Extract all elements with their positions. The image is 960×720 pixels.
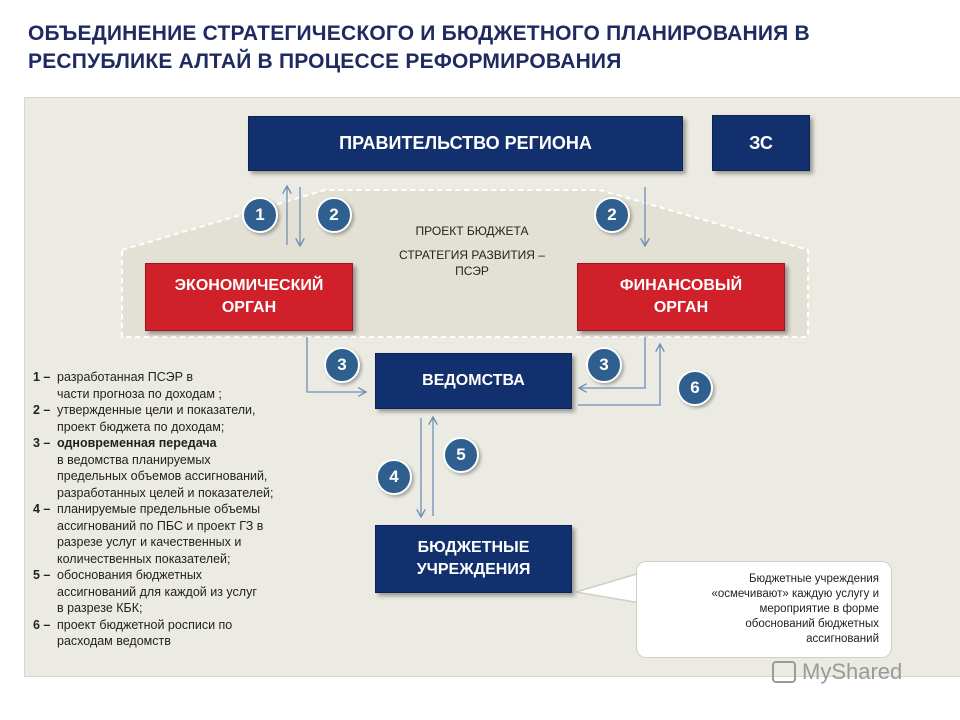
legend-item-line: разработанная ПСЭР в	[57, 370, 194, 384]
callout-pointer	[575, 571, 641, 604]
arrow-6	[578, 345, 660, 406]
government-label: ПРАВИТЕЛЬСТВО РЕГИОНА	[339, 133, 592, 153]
legend-item-line: ассигнований по ПБС и проект ГЗ в	[57, 518, 264, 533]
step-2-badge-left: 2	[316, 197, 352, 233]
economic-organ-box: ЭКОНОМИЧЕСКИЙ ОРГАН	[145, 263, 353, 331]
legend-item: 2 – утвержденные цели и показатели, проект…	[33, 402, 333, 435]
financial-organ-box: ФИНАНСОВЫЙ ОРГАН	[577, 263, 785, 331]
legend-item-number: 6 –	[33, 617, 51, 632]
institutions-box: БЮДЖЕТНЫЕ УЧРЕЖДЕНИЯ	[375, 525, 572, 593]
zs-label: ЗС	[749, 132, 773, 153]
legend-item-number: 4 –	[33, 502, 51, 516]
institutions-label: БЮДЖЕТНЫЕ УЧРЕЖДЕНИЯ	[416, 539, 531, 578]
step-5-badge: 5	[443, 437, 479, 473]
legend-item-line: ассигнований для каждой из услуг	[57, 584, 257, 599]
callout-line-2: «осмечивают» каждую услугу и	[711, 588, 879, 600]
step-1-badge: 1	[242, 197, 278, 233]
watermark-text: MyShared	[802, 659, 903, 684]
legend-item: 1 – разработанная ПСЭР в части прогноза по…	[33, 369, 333, 402]
strategy-line-1: СТРАТЕГИЯ РАЗВИТИЯ –	[399, 248, 545, 262]
watermark-logo: MyShared	[772, 657, 902, 687]
legend-item-line: проект бюджета по доходам;	[57, 419, 225, 434]
financial-organ-label: ФИНАНСОВЫЙ ОРГАН	[619, 277, 743, 316]
legend-item-line: обоснования бюджетных	[57, 568, 203, 582]
zs-box: ЗС	[712, 115, 810, 171]
budget-project-label: ПРОЕКТ БЮДЖЕТА	[415, 224, 529, 238]
title-line-2: РЕСПУБЛИКЕ АЛТАЙ В ПРОЦЕССЕ РЕФОРМИРОВАН…	[28, 50, 622, 73]
legend-item-line: предельных объемов ассигнований,	[57, 469, 268, 483]
legend-item: 5 – обоснования бюджетных ассигнований для…	[33, 567, 333, 617]
arrow-3-left	[306, 337, 365, 392]
legend-item: 3 – одновременная передача в ведомства пла…	[33, 435, 333, 501]
legend-item-number: 5 –	[33, 568, 51, 582]
legend-item-line: в ведомства планируемых	[57, 452, 211, 467]
legend-item-number: 1 –	[33, 370, 51, 384]
callout-note: Бюджетные учреждения «осмечивают» каждую…	[636, 561, 892, 658]
strategy-line-2: ПСЭР	[455, 264, 489, 278]
step-4-badge: 4	[376, 459, 412, 495]
legend-item-line: утвержденные цели и показатели,	[57, 403, 256, 417]
title-line-1: ОБЪЕДИНЕНИЕ СТРАТЕГИЧЕСКОГО И БЮДЖЕТНОГО…	[28, 22, 810, 45]
page-title: ОБЪЕДИНЕНИЕ СТРАТЕГИЧЕСКОГО И БЮДЖЕТНОГО…	[28, 20, 928, 76]
step-6-badge: 6	[677, 370, 713, 406]
legend-item-line: количественных показателей;	[57, 551, 231, 566]
step-2-badge-right: 2	[594, 197, 630, 233]
presentation-icon	[772, 661, 796, 683]
legend-item-line: в разрезе КБК;	[57, 601, 143, 615]
strategy-label: СТРАТЕГИЯ РАЗВИТИЯ – ПСЭР	[372, 247, 572, 279]
legend-item-number: 2 –	[33, 403, 51, 417]
legend-item-line: части прогноза по доходам ;	[57, 386, 222, 401]
callout-line-1: Бюджетные учреждения	[748, 573, 879, 585]
callout-line-5: ассигнований	[806, 633, 879, 645]
legend-item: 6 – проект бюджетной росписи по расходам в…	[33, 617, 333, 650]
departments-box: ВЕДОМСТВА	[375, 353, 572, 409]
legend-item-line: проект бюджетной росписи по	[57, 617, 233, 632]
legend-item-emphasis: одновременная передача	[57, 436, 217, 450]
economic-organ-label: ЭКОНОМИЧЕСКИЙ ОРГАН	[174, 277, 324, 316]
legend-item-line: разработанных целей и показателей;	[57, 485, 274, 500]
callout-line-4: обоснований бюджетных	[745, 618, 879, 630]
legend-item-line: планируемые предельные объемы	[57, 502, 261, 516]
step-3-badge-left: 3	[324, 347, 360, 383]
legend: 1 – разработанная ПСЭР в части прогноза по…	[33, 369, 333, 650]
departments-label: ВЕДОМСТВА	[422, 372, 525, 389]
step-3-badge-right: 3	[586, 347, 622, 383]
legend-item: 4 – планируемые предельные объемы ассигнов…	[33, 501, 333, 567]
legend-item-line: разрезе услуг и качественных и	[57, 535, 242, 549]
legend-item-line: расходам ведомств	[57, 634, 171, 648]
government-box: ПРАВИТЕЛЬСТВО РЕГИОНА	[248, 116, 683, 171]
arrow-3-right	[580, 337, 646, 388]
callout-line-3: мероприятие в форме	[759, 603, 879, 615]
legend-item-number: 3 –	[33, 436, 51, 450]
